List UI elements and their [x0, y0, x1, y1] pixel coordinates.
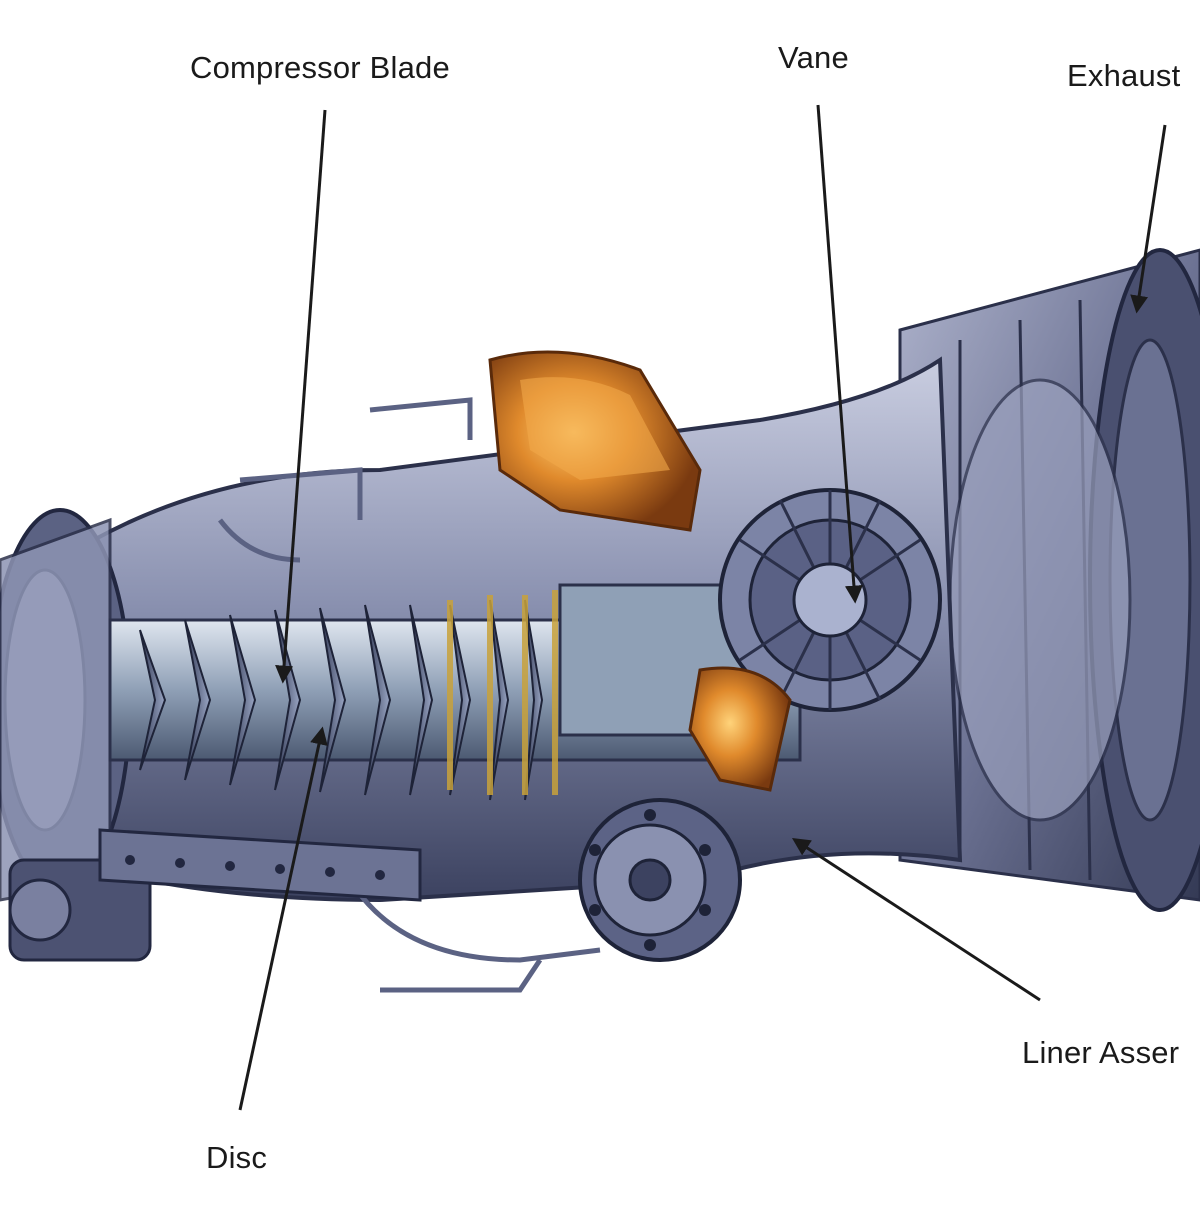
- compressor-blade-rows: [139, 590, 558, 801]
- exhaust-section: [898, 248, 1200, 912]
- vane-label: Vane: [778, 40, 849, 75]
- piping-frames: [218, 397, 601, 993]
- arrow-liner-assembly: [791, 838, 1041, 1002]
- turbine-vane-section: [718, 488, 942, 712]
- arrow-compressor-blade: [275, 109, 327, 684]
- exhaust-label: Exhaust: [1067, 58, 1181, 93]
- liner-assembly: [578, 798, 742, 962]
- compressor-blade-label: Compressor Blade: [190, 50, 450, 85]
- callout-arrows: [238, 104, 1167, 1111]
- arrow-disc: [238, 726, 328, 1111]
- bottom-flange: [98, 828, 422, 902]
- arrow-exhaust: [1130, 124, 1167, 314]
- combustor-chamber: [488, 350, 792, 792]
- disc-label: Disc: [206, 1140, 268, 1175]
- liner-assembly-label: Liner Asser: [1022, 1035, 1180, 1070]
- arrow-vane: [816, 104, 863, 604]
